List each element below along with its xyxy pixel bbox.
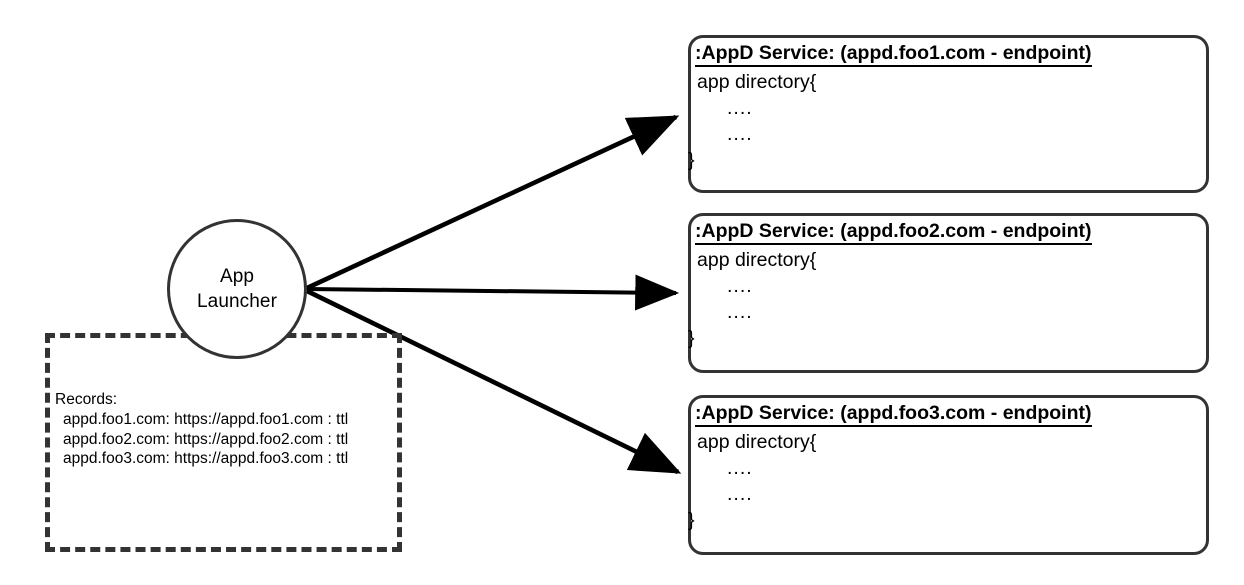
service-body-dots: .... [727,123,753,145]
service-body-2: app directory{ .... .... } [688,247,1206,351]
service-node-2[interactable]: :AppD Service: (appd.foo2.com - endpoint… [688,213,1209,373]
service-body-dots: .... [727,483,753,505]
edge-launcher-to-service-3 [305,288,682,475]
app-launcher-label-line1: App [219,266,255,287]
record-entry: appd.foo3.com: https://appd.foo3.com : t… [63,450,349,467]
service-body-dots: .... [727,275,753,297]
service-body-1: app directory{ .... .... } [688,69,1206,173]
app-launcher-node[interactable]: App Launcher [167,219,307,359]
service-title-3: :AppD Service: (appd.foo3.com - endpoint… [695,402,1092,427]
record-entry: appd.foo2.com: https://appd.foo2.com : t… [63,430,349,448]
service-node-1[interactable]: :AppD Service: (appd.foo1.com - endpoint… [688,35,1209,193]
record-entry: appd.foo1.com: https://appd.foo1.com : t… [63,411,349,428]
service-body-open: app directory{ [697,431,817,453]
service-node-3[interactable]: :AppD Service: (appd.foo3.com - endpoint… [688,395,1209,555]
service-body-dots: .... [727,457,753,479]
service-title-2: :AppD Service: (appd.foo2.com - endpoint… [695,220,1092,245]
edge-launcher-to-service-1 [306,114,680,291]
service-body-dots: .... [727,301,753,323]
app-launcher-label-line2: Launcher [196,291,278,312]
service-body-close: } [688,149,695,171]
records-content: Records: appd.foo1.com: https://appd.foo… [55,390,405,469]
records-title: Records: [55,391,118,408]
service-title-1: :AppD Service: (appd.foo1.com - endpoint… [695,42,1092,67]
edge-launcher-to-service-2 [306,274,680,311]
service-body-dots: .... [727,97,753,119]
service-body-close: } [688,327,695,349]
service-body-close: } [688,509,695,531]
service-body-open: app directory{ [697,249,817,271]
service-body-3: app directory{ .... .... } [688,429,1206,533]
service-body-open: app directory{ [697,71,817,93]
